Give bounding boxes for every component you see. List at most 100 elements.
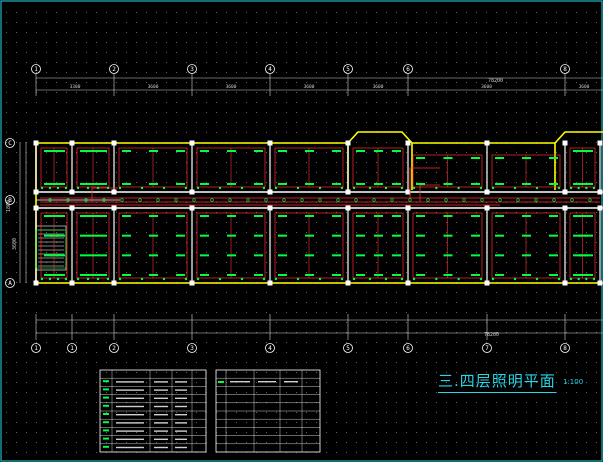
socket-symbol — [535, 277, 539, 281]
top-dim-segment: 3300 — [70, 84, 81, 90]
axis-top-4 — [265, 64, 275, 74]
light-fixture — [584, 274, 593, 276]
socket-symbol — [435, 277, 438, 281]
corridor-light — [336, 198, 340, 202]
light-fixture — [374, 234, 383, 237]
light-fixture — [356, 274, 365, 276]
light-fixture — [200, 274, 209, 276]
light-fixture — [471, 215, 480, 217]
light-fixture — [122, 234, 131, 237]
light-fixture — [332, 254, 341, 257]
corridor-light — [300, 198, 304, 202]
axis-left-C — [5, 138, 15, 148]
legend-text-line — [116, 389, 144, 391]
light-fixture — [149, 215, 158, 217]
socket-symbol — [274, 186, 278, 190]
legend-symbol — [103, 421, 109, 424]
socket-symbol — [162, 186, 166, 190]
light-fixture — [278, 183, 287, 185]
socket-symbol — [400, 186, 404, 190]
light-fixture — [80, 150, 89, 152]
socket-symbol — [435, 186, 438, 190]
legend-table — [99, 369, 321, 453]
legend-text-line — [116, 397, 144, 399]
light-fixture — [443, 274, 453, 276]
top-dimension-chain — [36, 77, 603, 91]
light-fixture — [44, 183, 53, 185]
light-fixture — [374, 215, 383, 217]
light-fixture — [254, 150, 263, 152]
corridor-circuits — [40, 167, 600, 206]
light-fixture — [471, 157, 480, 159]
light-fixture — [44, 274, 53, 276]
light-fixture — [332, 274, 341, 276]
axis-bottom-6-label: 6 — [406, 345, 410, 352]
axis-bottom-2-label: 2 — [112, 345, 116, 352]
corridor-light — [228, 198, 232, 202]
socket-symbol — [384, 186, 388, 190]
legend-text-line — [116, 446, 144, 449]
axis-top-5-label: 5 — [346, 66, 350, 73]
light-fixture — [200, 234, 209, 237]
bottom-total-dimension: 78200 — [484, 332, 499, 338]
legend-text-line — [175, 381, 187, 383]
light-fixture — [50, 215, 59, 217]
light-fixture — [80, 234, 89, 237]
axis-bottom-0-label: 1 — [34, 345, 38, 352]
light-fixture — [392, 183, 401, 185]
light-fixture — [578, 150, 588, 152]
light-fixture — [50, 234, 59, 237]
light-fixture — [549, 234, 558, 237]
stair — [35, 225, 67, 271]
socket-symbol — [557, 277, 561, 281]
socket-symbol — [64, 186, 68, 190]
light-fixture — [416, 215, 425, 217]
axis-bottom-0 — [31, 343, 41, 353]
legend-text-line — [154, 414, 168, 416]
light-fixture — [573, 183, 582, 185]
light-fixture — [522, 274, 531, 276]
light-fixture — [443, 254, 453, 257]
light-fixture — [471, 274, 480, 276]
socket-symbol — [368, 186, 372, 190]
legend-text-line — [154, 438, 168, 440]
light-fixture — [471, 183, 480, 185]
top-dim-segment: 3600 — [148, 84, 159, 90]
socket-symbol — [585, 186, 588, 190]
light-fixture — [98, 150, 107, 152]
axis-top-5 — [343, 64, 353, 74]
light-fixture — [374, 150, 383, 152]
light-fixture — [332, 183, 341, 185]
light-fixture — [200, 183, 209, 185]
light-fixture — [176, 234, 185, 237]
socket-symbol — [40, 277, 44, 281]
top-dim-segment: 3600 — [304, 84, 315, 90]
light-fixture — [374, 254, 383, 257]
light-fixture — [149, 183, 158, 185]
corridor-light — [570, 198, 574, 202]
corridor-light — [588, 198, 592, 202]
axis-top-6-label: 6 — [406, 66, 410, 73]
socket-symbol — [513, 277, 517, 281]
legend-symbol — [103, 404, 109, 407]
corridor-light — [282, 198, 286, 202]
corridor-light — [120, 198, 124, 202]
socket-symbol — [577, 277, 580, 281]
light-fixture — [578, 234, 588, 237]
light-fixture — [522, 215, 531, 217]
light-fixture — [332, 150, 341, 152]
light-fixture — [374, 274, 383, 276]
light-fixture — [50, 254, 59, 257]
light-fixture — [227, 274, 236, 276]
socket-symbol — [196, 186, 200, 190]
legend-text-line — [116, 430, 144, 432]
socket-symbol — [368, 277, 372, 281]
left-dim-1: 1800 — [6, 200, 12, 212]
socket-symbol — [352, 186, 356, 190]
light-fixture — [305, 234, 314, 237]
corridor-light — [426, 198, 430, 202]
light-fixture — [416, 254, 425, 257]
socket-symbol — [140, 186, 144, 190]
light-fixture — [89, 215, 98, 217]
light-fixture — [416, 274, 425, 276]
